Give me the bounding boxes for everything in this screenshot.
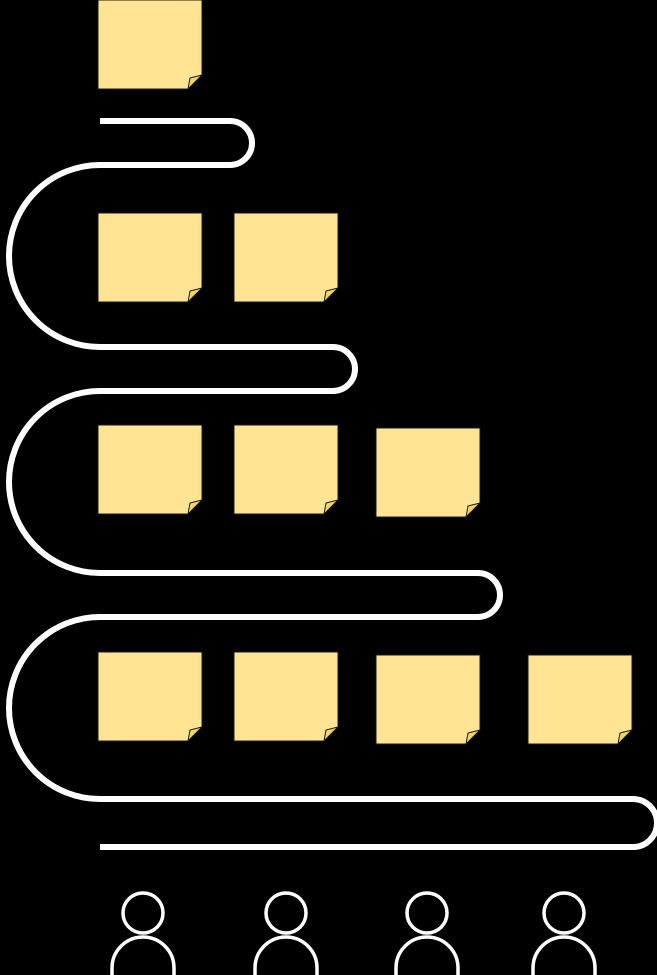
sticky-note-body bbox=[233, 424, 339, 515]
person-icon bbox=[394, 891, 460, 975]
person-body bbox=[253, 935, 319, 975]
person-head bbox=[121, 891, 165, 935]
person-head bbox=[264, 891, 308, 935]
sticky-note-icon bbox=[233, 424, 339, 515]
sticky-note-icon bbox=[233, 651, 339, 742]
person-icon bbox=[531, 891, 597, 975]
sticky-note-body bbox=[97, 0, 203, 90]
sticky-note-body bbox=[375, 427, 481, 518]
sticky-note-icon bbox=[97, 651, 203, 742]
sticky-note-fold bbox=[187, 287, 203, 303]
sticky-note-icon bbox=[97, 212, 203, 303]
sticky-note-icon bbox=[233, 212, 339, 303]
sticky-note-icon bbox=[375, 654, 481, 745]
serpentine-path-group bbox=[6, 118, 657, 850]
person-body bbox=[531, 935, 597, 975]
sticky-note-body bbox=[375, 654, 481, 745]
sticky-note-fold bbox=[465, 502, 481, 518]
person-head bbox=[405, 891, 449, 935]
sticky-note-body bbox=[233, 212, 339, 303]
sticky-note-body bbox=[233, 651, 339, 742]
sticky-note-icon bbox=[527, 654, 633, 745]
people-group bbox=[110, 891, 597, 975]
sticky-note-fold bbox=[187, 726, 203, 742]
sticky-note-body bbox=[97, 651, 203, 742]
sticky-note-fold bbox=[323, 287, 339, 303]
person-body bbox=[394, 935, 460, 975]
serpentine-flow-line bbox=[6, 118, 657, 850]
sticky-note-icon bbox=[97, 424, 203, 515]
sticky-notes-group bbox=[97, 0, 633, 745]
sticky-note-icon bbox=[97, 0, 203, 90]
person-icon bbox=[110, 891, 176, 975]
sticky-note-fold bbox=[465, 729, 481, 745]
person-icon bbox=[253, 891, 319, 975]
sticky-note-fold bbox=[323, 726, 339, 742]
sticky-note-body bbox=[527, 654, 633, 745]
sticky-note-fold bbox=[187, 499, 203, 515]
sticky-note-body bbox=[97, 212, 203, 303]
sticky-note-fold bbox=[187, 74, 203, 90]
sticky-note-fold bbox=[617, 729, 633, 745]
person-head bbox=[542, 891, 586, 935]
sticky-note-icon bbox=[375, 427, 481, 518]
sticky-note-fold bbox=[323, 499, 339, 515]
sticky-note-body bbox=[97, 424, 203, 515]
person-body bbox=[110, 935, 176, 975]
